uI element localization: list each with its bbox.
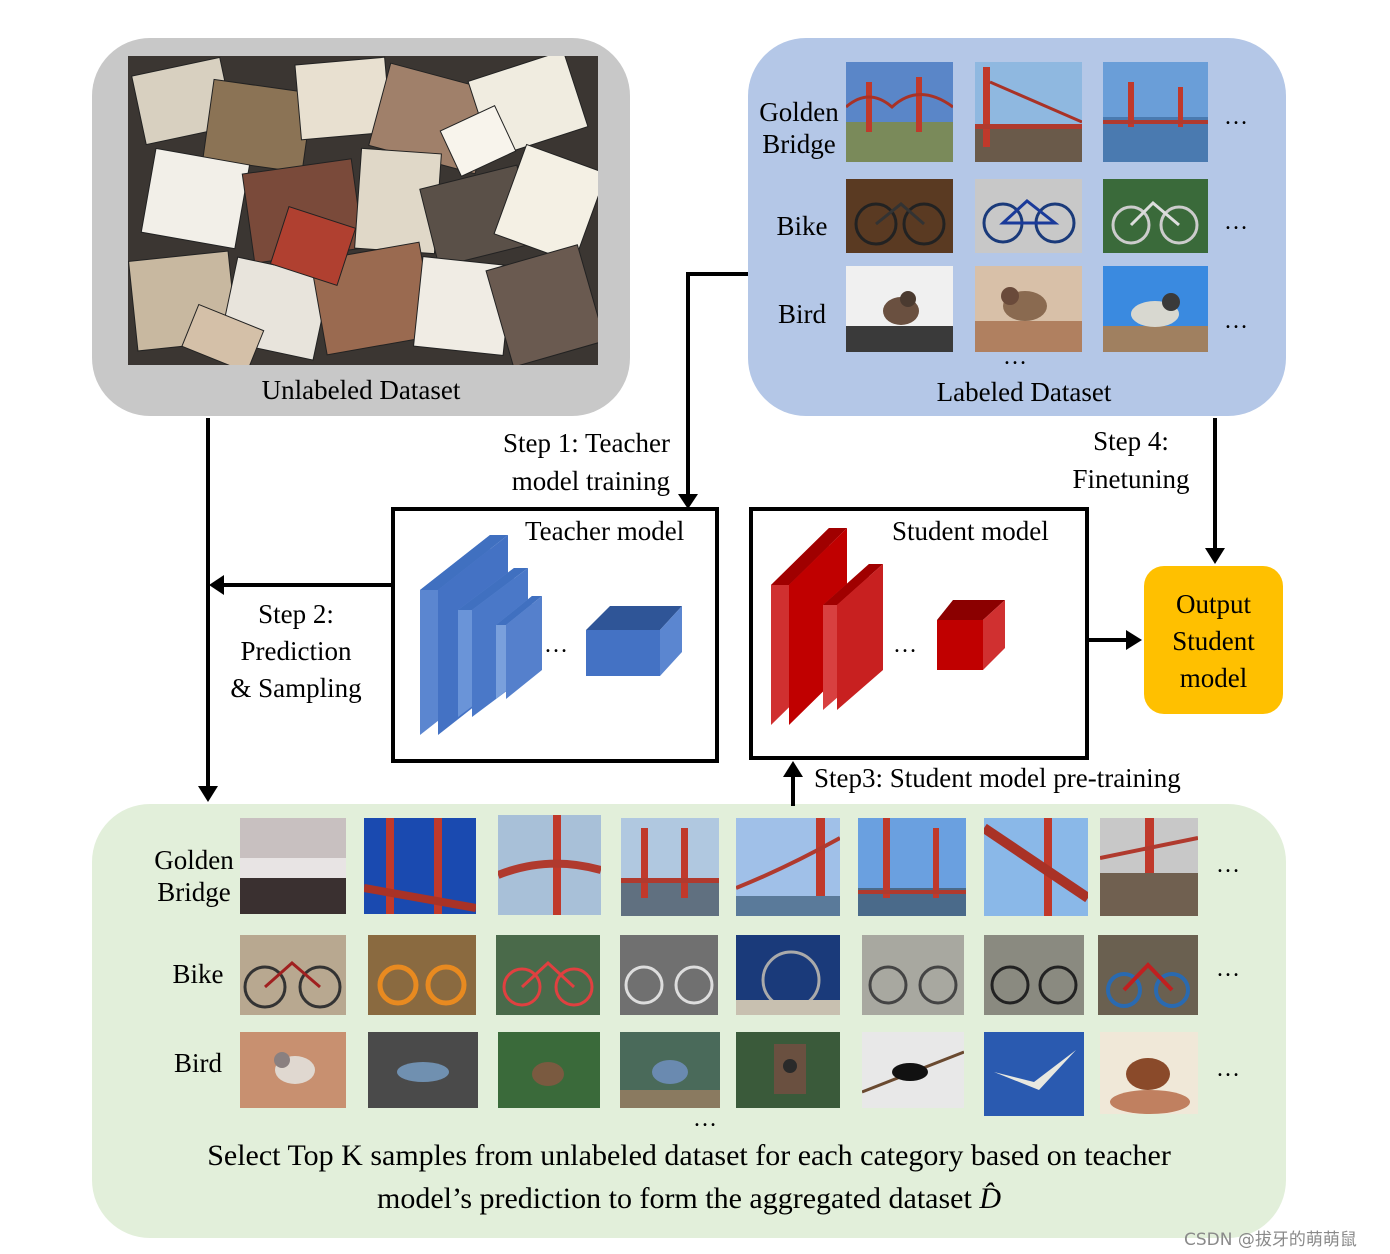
watermark: CSDN @拔牙的萌萌鼠 bbox=[1184, 1230, 1357, 1250]
agg-thumb-bird-7 bbox=[984, 1032, 1084, 1116]
labeled-row-label-bike: Bike bbox=[776, 211, 828, 241]
agg-thumb-bike-1 bbox=[240, 935, 346, 1015]
agg-row-ellipsis-3: … bbox=[1216, 1056, 1243, 1082]
agg-row-ellipsis-2: … bbox=[1216, 956, 1243, 982]
labeled-thumb-bird-2 bbox=[975, 266, 1082, 352]
agg-thumb-bike-5 bbox=[736, 935, 840, 1015]
agg-thumb-bird-3 bbox=[498, 1032, 600, 1108]
teacher-network-shapes bbox=[420, 535, 682, 735]
aggregated-caption-line2: model’s prediction to form the aggregate… bbox=[377, 1182, 1001, 1215]
student-model-title: Student model bbox=[892, 516, 1049, 546]
agg-thumb-bird-1 bbox=[240, 1032, 346, 1108]
labeled-thumb-bridge-2 bbox=[975, 62, 1082, 162]
arrowhead-step4 bbox=[1205, 548, 1225, 564]
agg-thumb-bike-4 bbox=[620, 935, 718, 1015]
agg-thumb-bird-6 bbox=[862, 1032, 964, 1108]
arrowhead-student-output bbox=[1126, 630, 1142, 650]
aggregated-row-label-bike: Bike bbox=[172, 959, 224, 989]
arrowhead-step3 bbox=[783, 761, 803, 777]
agg-thumb-bike-3 bbox=[496, 935, 600, 1015]
labeled-row-label-bridge: Golden Bridge bbox=[759, 97, 839, 159]
student-layers-ellipsis: … bbox=[893, 632, 920, 658]
agg-thumb-bridge-4 bbox=[621, 818, 719, 916]
labeled-caption: Labeled Dataset bbox=[936, 377, 1112, 407]
agg-thumb-bike-6 bbox=[862, 935, 964, 1015]
arrowhead-unlabeled-down bbox=[198, 786, 218, 802]
agg-thumb-bike-2 bbox=[368, 935, 476, 1015]
arrowhead-step2 bbox=[209, 575, 224, 595]
agg-thumb-bridge-3 bbox=[498, 815, 601, 915]
labeled-thumb-bird-3 bbox=[1103, 266, 1208, 352]
step4-label: Step 4: Finetuning bbox=[1072, 426, 1190, 494]
unlabeled-caption: Unlabeled Dataset bbox=[261, 375, 461, 405]
unlabeled-photo-pile bbox=[128, 56, 598, 365]
labeled-row-ellipsis-1: … bbox=[1224, 104, 1251, 130]
teacher-model-title: Teacher model bbox=[525, 516, 685, 546]
labeled-thumb-bike-3 bbox=[1103, 179, 1208, 253]
output-student-model-label: Output Student model bbox=[1172, 589, 1255, 693]
agg-thumb-bridge-2 bbox=[364, 818, 476, 914]
output-box-bg bbox=[1144, 566, 1283, 714]
agg-thumb-bird-2 bbox=[368, 1032, 478, 1108]
aggregated-caption-line1: Select Top K samples from unlabeled data… bbox=[207, 1139, 1171, 1172]
agg-thumb-bridge-1 bbox=[240, 818, 346, 914]
labeled-thumb-bike-2 bbox=[975, 179, 1082, 253]
agg-thumb-bridge-6 bbox=[858, 818, 966, 916]
labeled-row-ellipsis-3: … bbox=[1224, 308, 1251, 334]
labeled-row-ellipsis-2: … bbox=[1224, 209, 1251, 235]
student-network-shapes bbox=[771, 528, 1005, 725]
agg-thumb-bridge-7 bbox=[984, 818, 1088, 916]
step1-label: Step 1: Teacher model training bbox=[502, 428, 670, 496]
aggregated-row-label-bird: Bird bbox=[173, 1048, 222, 1078]
agg-thumb-bird-8 bbox=[1100, 1032, 1198, 1114]
step3-label: Step3: Student model pre-training bbox=[814, 763, 1181, 793]
arrowhead-step1 bbox=[678, 494, 698, 509]
agg-thumb-bird-5 bbox=[736, 1032, 840, 1108]
agg-row-ellipsis-1: … bbox=[1216, 852, 1243, 878]
arrow-step1 bbox=[686, 272, 748, 496]
agg-col-ellipsis: … bbox=[693, 1106, 720, 1132]
agg-thumb-bike-7 bbox=[984, 935, 1084, 1015]
labeled-thumb-bird-1 bbox=[846, 266, 953, 352]
teacher-layers-ellipsis: … bbox=[544, 632, 571, 658]
step2-label: Step 2: Prediction & Sampling bbox=[230, 599, 362, 703]
labeled-row-label-bird: Bird bbox=[777, 299, 826, 329]
agg-thumb-bike-8 bbox=[1098, 935, 1198, 1015]
agg-thumb-bird-4 bbox=[620, 1032, 720, 1108]
labeled-thumb-bridge-1 bbox=[846, 62, 953, 162]
aggregated-dataset-symbol: D̂ bbox=[979, 1182, 1001, 1215]
agg-thumb-bridge-5 bbox=[736, 818, 840, 916]
labeled-thumb-bridge-3 bbox=[1103, 62, 1208, 162]
labeled-col-ellipsis: … bbox=[1003, 344, 1030, 370]
labeled-thumb-bike-1 bbox=[846, 179, 953, 253]
aggregated-row-label-bridge: Golden Bridge bbox=[154, 845, 234, 907]
agg-thumb-bridge-8 bbox=[1100, 818, 1198, 916]
